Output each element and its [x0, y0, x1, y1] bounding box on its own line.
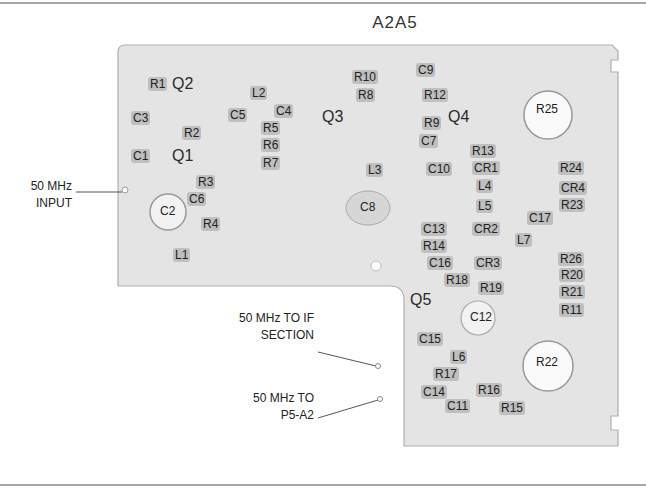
component-label: C15 [417, 332, 443, 346]
component-label: R21 [559, 285, 585, 299]
rule-line [0, 484, 646, 486]
component-label: L3 [366, 163, 383, 177]
potentiometer [524, 91, 572, 139]
component-label: C11 [445, 399, 470, 413]
component-label: R6 [261, 138, 280, 152]
component-label: R14 [421, 239, 447, 253]
component-label: R8 [356, 88, 375, 102]
component-label: L4 [476, 179, 493, 193]
figure-title: A2A5 [372, 14, 418, 31]
component-label: C8 [360, 201, 375, 213]
component-label: CR3 [474, 256, 502, 270]
component-label: C16 [427, 256, 453, 270]
trimmer-capacitor [150, 194, 186, 230]
component-label: CR4 [559, 181, 587, 195]
component-label: CR1 [472, 161, 500, 175]
component-label: C9 [416, 63, 435, 77]
component-label: C12 [470, 311, 492, 323]
component-label: L1 [173, 248, 190, 262]
mounting-hole [371, 261, 381, 271]
transistor-label: Q2 [172, 76, 193, 92]
component-label: C2 [160, 205, 175, 217]
component-label: R5 [261, 121, 280, 135]
transistor-label: Q4 [448, 109, 469, 125]
component-label: R16 [476, 383, 502, 397]
component-label: L2 [250, 86, 267, 100]
component-label: C10 [426, 162, 452, 176]
transistor-label: Q5 [410, 292, 431, 308]
potentiometer [523, 341, 573, 391]
component-label: R17 [433, 367, 459, 381]
component-label: R25 [536, 103, 558, 115]
leader-line [318, 352, 376, 366]
leader-line [318, 400, 378, 418]
component-label: C14 [421, 385, 447, 399]
component-label: R18 [444, 273, 470, 287]
component-label: R20 [559, 268, 585, 282]
component-label: L5 [476, 199, 493, 213]
component-label: C7 [419, 134, 438, 148]
component-label: C5 [228, 108, 247, 122]
component-label: C4 [274, 104, 293, 118]
component-label: R23 [559, 198, 585, 212]
callout-label: 50 MHz INPUT [0, 178, 72, 212]
component-label: L6 [450, 350, 467, 364]
component-label: C6 [187, 192, 206, 206]
component-label: L7 [515, 233, 532, 247]
component-label: CR2 [472, 222, 500, 236]
leader-line [76, 192, 122, 193]
component-label: R11 [559, 303, 584, 317]
component-label: R1 [148, 77, 167, 91]
output-pad [378, 397, 383, 402]
component-label: R24 [558, 161, 584, 175]
transistor-label: Q1 [172, 148, 193, 164]
component-label: R10 [352, 70, 378, 84]
component-label: R15 [499, 401, 525, 415]
trimmer-capacitor [461, 301, 495, 335]
component-label: R19 [478, 281, 504, 295]
circuit-board [118, 45, 618, 446]
input-pad [122, 187, 128, 193]
callout-label: 50 MHz TO P5-A2 [234, 390, 314, 424]
component-label: R7 [261, 156, 280, 170]
component-label: C1 [131, 149, 150, 163]
component-label: R26 [558, 252, 584, 266]
component-label: R9 [422, 116, 441, 130]
component-label: C17 [527, 211, 553, 225]
component-label: R2 [182, 126, 201, 140]
component-label: R3 [196, 175, 215, 189]
component-label: R22 [536, 356, 558, 368]
rule-line [0, 2, 646, 4]
callout-label: 50 MHz TO IF SECTION [214, 310, 314, 344]
component-label: C13 [421, 222, 447, 236]
component-label: R4 [201, 217, 220, 231]
transistor-label: Q3 [322, 109, 343, 125]
component-label: R12 [422, 88, 448, 102]
capacitor-body [346, 191, 390, 225]
component-label: R13 [470, 144, 496, 158]
component-label: C3 [131, 111, 150, 125]
output-pad [376, 364, 381, 369]
